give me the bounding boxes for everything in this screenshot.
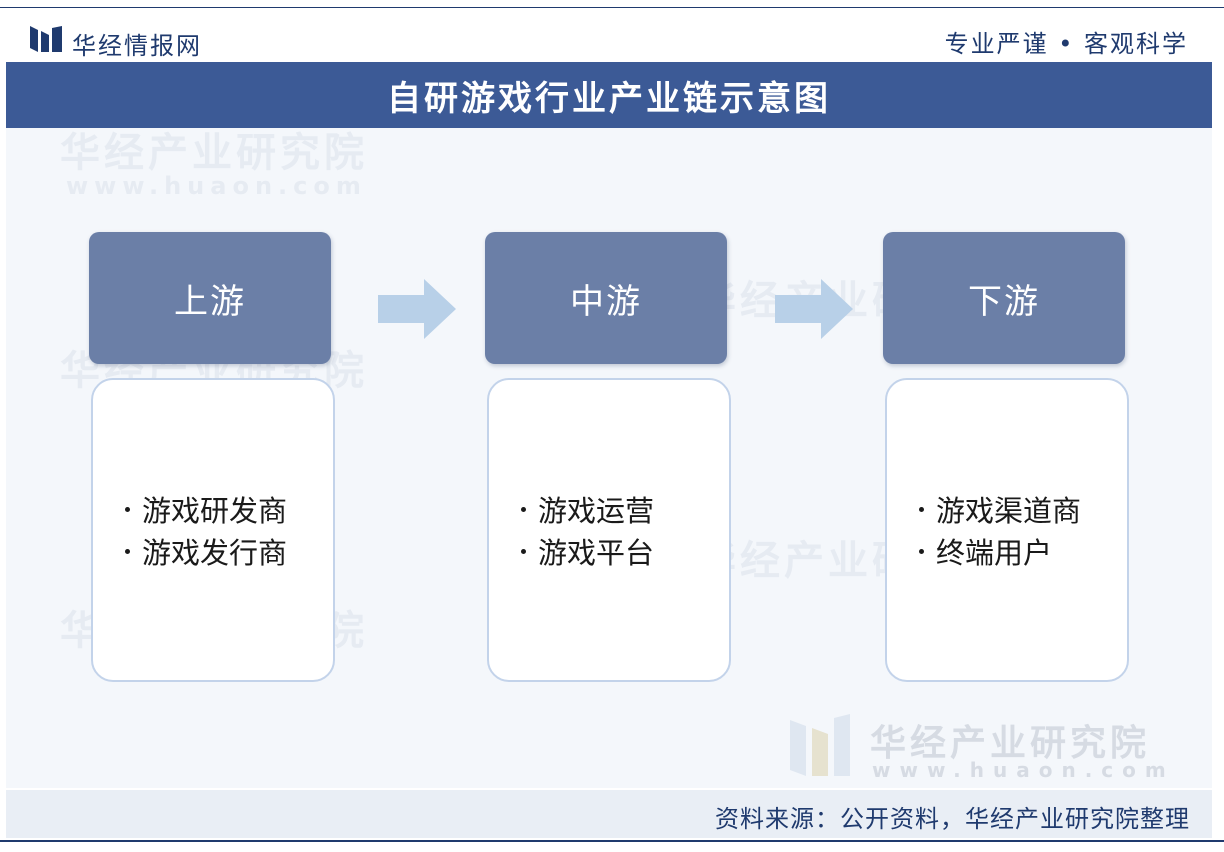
watermark-url: www.huaon.com [872, 758, 1175, 782]
bullet-icon [125, 548, 130, 554]
watermark-name: 华经产业研究院 [870, 723, 1151, 764]
bottom-rule [0, 840, 1224, 842]
logo-icon [30, 26, 62, 52]
diagram-title: 自研游戏行业产业链示意图 [387, 78, 831, 119]
list-item: 游戏运营 [489, 488, 729, 530]
item-text: 终端用户 [936, 536, 1053, 570]
title-bar: 自研游戏行业产业链示意图 [6, 62, 1212, 128]
stage-label: 上游 [174, 281, 246, 322]
list-item: 终端用户 [887, 530, 1127, 572]
item-text: 游戏运营 [538, 494, 655, 528]
list-item: 游戏发行商 [93, 530, 333, 572]
stage-header: 中游 [485, 232, 727, 364]
top-rule [0, 7, 1224, 8]
stage-items-box: 游戏运营 游戏平台 [487, 378, 731, 682]
arrow-right-icon [378, 279, 456, 339]
watermark-url: www.huaon.com [66, 172, 367, 200]
stage-header: 上游 [89, 232, 331, 364]
stage-label: 下游 [968, 281, 1040, 322]
item-text: 游戏渠道商 [936, 494, 1082, 528]
header: 华经情报网 专业严谨 • 客观科学 [0, 10, 1224, 62]
footer: 资料来源：公开资料，华经产业研究院整理 [6, 790, 1212, 838]
stage-midstream: 中游 游戏运营 游戏平台 [485, 232, 733, 684]
list-item: 游戏研发商 [93, 488, 333, 530]
slogan: 专业严谨 • 客观科学 [944, 30, 1188, 58]
brand-name: 华经情报网 [72, 32, 202, 60]
bullet-icon [521, 548, 526, 554]
stage-downstream: 下游 游戏渠道商 终端用户 [883, 232, 1131, 684]
bullet-icon [521, 506, 526, 512]
watermark-name: 华经产业研究院 [60, 130, 368, 176]
bullet-icon [125, 506, 130, 512]
watermark-logo-icon [790, 714, 850, 776]
stage-items-box: 游戏渠道商 终端用户 [885, 378, 1129, 682]
arrow-right-icon [775, 279, 853, 339]
stage-label: 中游 [570, 281, 642, 322]
stage-upstream: 上游 游戏研发商 游戏发行商 [89, 232, 337, 684]
brand-watermark: 华经产业研究院 www.huaon.com [790, 708, 1170, 788]
item-text: 游戏发行商 [142, 536, 288, 570]
stage-items-box: 游戏研发商 游戏发行商 [91, 378, 335, 682]
bullet-icon [919, 506, 924, 512]
list-item: 游戏平台 [489, 530, 729, 572]
list-item: 游戏渠道商 [887, 488, 1127, 530]
stage-header: 下游 [883, 232, 1125, 364]
source-note: 资料来源：公开资料，华经产业研究院整理 [715, 805, 1190, 833]
item-text: 游戏研发商 [142, 494, 288, 528]
item-text: 游戏平台 [538, 536, 655, 570]
bullet-icon [919, 548, 924, 554]
